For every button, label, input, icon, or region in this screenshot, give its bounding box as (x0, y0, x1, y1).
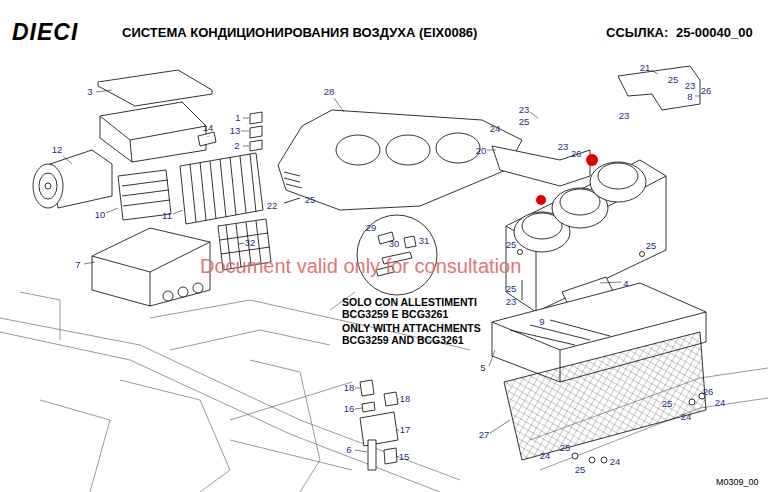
callout-number: 6 (346, 445, 351, 455)
watermark: Document valid only for consultation (200, 255, 521, 277)
drawing-code: M0309_00 (716, 478, 759, 488)
callout-number: 23 (558, 142, 569, 152)
callout-number: 26 (703, 387, 714, 397)
callout-number: 11 (162, 211, 172, 221)
diagram-title: СИСТЕМА КОНДИЦИОНИРОВАНИЯ ВОЗДУХА (EIX00… (122, 26, 477, 40)
callout-number: 25 (575, 465, 586, 475)
callout-number: 4 (623, 279, 628, 289)
callout-number: 28 (324, 87, 335, 97)
callout-number: 20 (476, 146, 487, 156)
right-unit (492, 66, 706, 463)
roof-cover (278, 110, 522, 210)
callout-number: 30 (389, 239, 400, 249)
callout-number: 16 (344, 404, 355, 414)
callout-number: 25 (662, 399, 673, 409)
callout-number: 24 (681, 412, 692, 422)
callout-number: 7 (75, 260, 80, 270)
callout-number: 18 (400, 394, 411, 404)
callout-number: 25 (506, 240, 517, 250)
note-text: SOLO CON ALLESTIMENTI BCG3259 E BCG3261 (342, 297, 512, 320)
callout-number: 25 (305, 195, 316, 205)
callout-number: 21 (640, 63, 651, 73)
callout-number: 18 (344, 383, 355, 393)
callout-number: 22 (267, 201, 278, 211)
callout-number: 17 (400, 425, 411, 435)
callout-number: 8 (687, 92, 692, 102)
callout-number: 29 (366, 223, 377, 233)
callout-number: 9 (539, 317, 544, 327)
callout-number: 14 (203, 123, 214, 133)
machine-frame (0, 292, 768, 492)
callout-number: 25 (560, 443, 571, 453)
callout-number: 25 (506, 284, 517, 294)
note-text: ONLY WITH ATTACHMENTS BCG3259 AND BCG326… (342, 323, 512, 346)
marker-dot (536, 154, 598, 205)
callout-number: 23 (519, 105, 530, 115)
callout-number: 5 (480, 363, 485, 373)
callout-number: 24 (715, 398, 726, 408)
callout-number: 23 (685, 81, 696, 91)
callout-number: 1 (235, 113, 240, 123)
reference-caption: ССЫЛКА: (606, 26, 668, 40)
callout-number: 26 (701, 86, 712, 96)
callout-number: 2 (234, 141, 239, 151)
switch-group (360, 380, 398, 470)
callout-number: 23 (506, 297, 517, 307)
callout-number: 12 (52, 145, 63, 155)
callout-number: 24 (540, 451, 551, 461)
callout-number: 31 (419, 236, 430, 246)
callout-number: 23 (619, 111, 630, 121)
callout-number: 25 (646, 241, 657, 251)
callout-number: 15 (399, 452, 410, 462)
reference-number: 25-00040_00 (676, 26, 753, 40)
callout-number: 3 (87, 87, 92, 97)
callout-number: 13 (230, 126, 241, 136)
callout-number: 25 (668, 75, 679, 85)
leader-line (63, 70, 700, 457)
callout-number: 24 (610, 457, 621, 467)
callout-number: 25 (519, 117, 530, 127)
callout-number: 10 (95, 210, 106, 220)
callout-number: 27 (479, 430, 490, 440)
callout-number: 32 (245, 238, 256, 248)
callout-number: 26 (571, 149, 582, 159)
callout-number: 24 (490, 124, 501, 134)
logo-text: DIECI (12, 20, 78, 45)
